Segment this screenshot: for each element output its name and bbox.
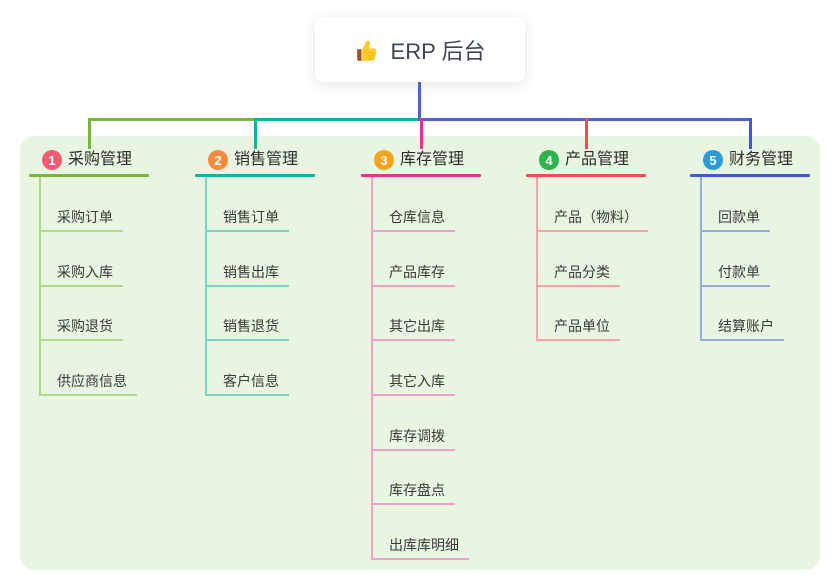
branch-badge: 5: [703, 150, 723, 170]
connector-drop: [253, 118, 257, 149]
branch-badge: 4: [539, 150, 559, 170]
branch-item[interactable]: 库存盘点: [371, 479, 455, 505]
branch-badge: 3: [374, 150, 394, 170]
branch-item[interactable]: 回款单: [700, 206, 770, 232]
branch-title[interactable]: 采购管理: [68, 151, 133, 168]
branch-item[interactable]: 产品库存: [371, 261, 455, 287]
connector-drop: [584, 118, 588, 149]
branch-title[interactable]: 销售管理: [234, 151, 299, 168]
branch-item[interactable]: 出库库明细: [371, 534, 469, 560]
branch-underline: [361, 174, 481, 177]
thumbs-up-icon: [355, 37, 381, 63]
branch-item[interactable]: 产品（物料）: [536, 206, 648, 232]
branch-item[interactable]: 结算账户: [700, 315, 784, 341]
branch-underline: [195, 174, 315, 177]
branch-item[interactable]: 销售订单: [205, 206, 289, 232]
branch-item[interactable]: 其它入库: [371, 370, 455, 396]
root-node[interactable]: ERP 后台: [315, 17, 525, 82]
connector-trunk-left: [88, 118, 254, 121]
connector-trunk-mid: [254, 118, 420, 121]
connector-root-stem: [417, 80, 421, 121]
branch-item[interactable]: 库存调拨: [371, 425, 455, 451]
branch-badge: 1: [42, 150, 62, 170]
branch-spine: [371, 177, 373, 560]
connector-drop: [87, 118, 91, 149]
branch-item[interactable]: 采购入库: [39, 261, 123, 287]
branch-item[interactable]: 采购退货: [39, 315, 123, 341]
connector-drop: [748, 118, 752, 149]
branch-item[interactable]: 供应商信息: [39, 370, 137, 396]
branch-spine: [536, 177, 538, 341]
branch-item[interactable]: 产品分类: [536, 261, 620, 287]
root-title: ERP 后台: [390, 38, 486, 64]
branch-item[interactable]: 产品单位: [536, 315, 620, 341]
branch-item[interactable]: 付款单: [700, 261, 770, 287]
branch-underline: [29, 174, 149, 177]
branch-item[interactable]: 销售退货: [205, 315, 289, 341]
connector-trunk-right: [418, 118, 750, 121]
branch-item[interactable]: 销售出库: [205, 261, 289, 287]
branch-spine: [700, 177, 702, 341]
branch-item[interactable]: 采购订单: [39, 206, 123, 232]
branch-item[interactable]: 其它出库: [371, 315, 455, 341]
branch-underline: [526, 174, 646, 177]
branch-title[interactable]: 库存管理: [400, 151, 465, 168]
connector-drop: [419, 118, 423, 149]
branch-title[interactable]: 财务管理: [729, 151, 794, 168]
branch-underline: [690, 174, 810, 177]
branch-title[interactable]: 产品管理: [565, 151, 630, 168]
mindmap-panel: [20, 136, 820, 570]
branch-item[interactable]: 仓库信息: [371, 206, 455, 232]
branch-badge: 2: [208, 150, 228, 170]
branch-item[interactable]: 客户信息: [205, 370, 289, 396]
